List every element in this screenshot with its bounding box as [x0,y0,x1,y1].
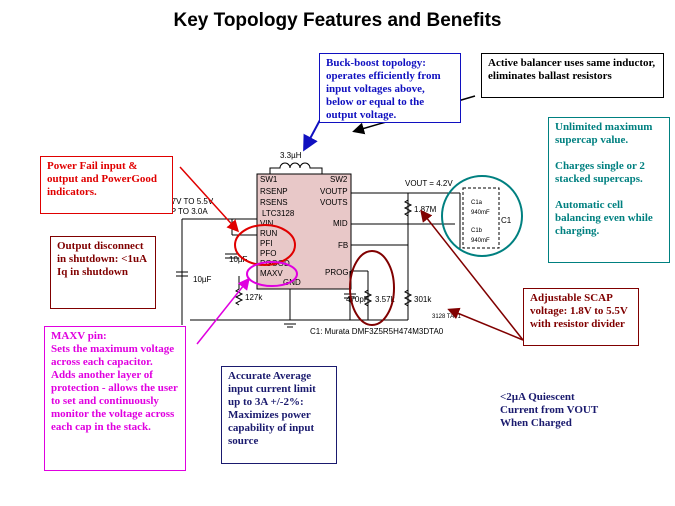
footnote: C1: Murata DMF3Z5R5H474M3DTA0 [310,327,444,336]
callout-maxv: MAXV pin: Sets the maximum voltage acros… [44,326,186,471]
highlight-supercap [441,175,523,257]
callout-quiescent: <2µA Quiescent Current from VOUT When Ch… [500,391,598,429]
c1b-label: C1b [471,228,483,234]
callout-adjustable-scap: Adjustable SCAP voltage: 1.8V to 5.5V wi… [523,288,639,346]
pin-sw1: SW1 [260,175,278,184]
resistor-1-87m [403,199,413,217]
resistor-3-57k-label: 3.57k [375,295,396,304]
inductor-label: 3.3µH [280,151,302,160]
callout-power-fail: Power Fail input & output and PowerGood … [40,156,173,214]
pin-vouts: VOUTS [320,198,348,207]
callout-accurate-input: Accurate Average input current limit up … [221,366,337,464]
pin-vin: VIN [260,219,274,228]
callout-buck-boost: Buck-boost topology: operates efficientl… [319,53,461,123]
pin-prog: PROG [325,268,349,277]
callout-unlimited-supercap: Unlimited maximum supercap value. Charge… [548,117,670,263]
vin-current: UP TO 3.0A [165,207,208,216]
pin-rsenp: RSENP [260,187,288,196]
supercap-stack [462,187,500,249]
highlight-maxv [246,261,298,287]
c1a-value: 940mF [471,210,490,216]
resistor-3-57k [363,289,373,307]
pin-run: RUN [260,229,278,238]
arrow-adjustable-1 [420,209,524,341]
pin-maxv: MAXV [260,269,283,278]
vout-label: VOUT = 4.2V [405,179,453,188]
pin-pfo: PFO [260,249,276,258]
c1a-label: C1a [471,200,483,206]
resistor-301k-label: 301k [414,295,432,304]
arrow-maxv [196,277,250,345]
pin-rsens: RSENS [260,198,288,207]
resistor-1-87m-label: 1.87M [414,205,437,214]
cap-run-label: 10µF [229,255,248,264]
pin-gnd: GND [283,278,301,287]
highlight-pfi [234,224,296,266]
chip-name: LTC3128 [262,209,295,218]
pin-sw2: SW2 [330,175,348,184]
resistor-301k [403,289,413,307]
pin-fb: FB [338,241,348,250]
c1b-value: 940mF [471,238,490,244]
cap-in-label: 10µF [193,275,212,284]
fig-code: 3128 TA01 [432,314,461,320]
chip-body [256,173,352,290]
arrow-adjustable-2 [447,307,524,341]
highlight-prog [349,250,395,326]
inductor-coil [269,162,323,174]
callout-output-disconnect: Output disconnect in shutdown: <1uA Iq i… [50,236,156,309]
pin-mid: MID [333,219,348,228]
c1-label: C1 [501,216,512,225]
arrow-buck-boost [303,119,321,152]
pin-voutp: VOUTP [320,187,348,196]
callout-active-balancer: Active balancer uses same inductor, elim… [481,53,664,98]
resistor-127k-label: 127k [245,293,263,302]
pin-pfi: PFI [260,239,272,248]
resistor-127k [234,288,244,306]
page-title: Key Topology Features and Benefits [173,10,502,31]
cap-prog-label: 470pF [346,295,369,304]
vin-range: 1.7V TO 5.5V [165,197,214,206]
arrow-power-fail [179,166,240,233]
